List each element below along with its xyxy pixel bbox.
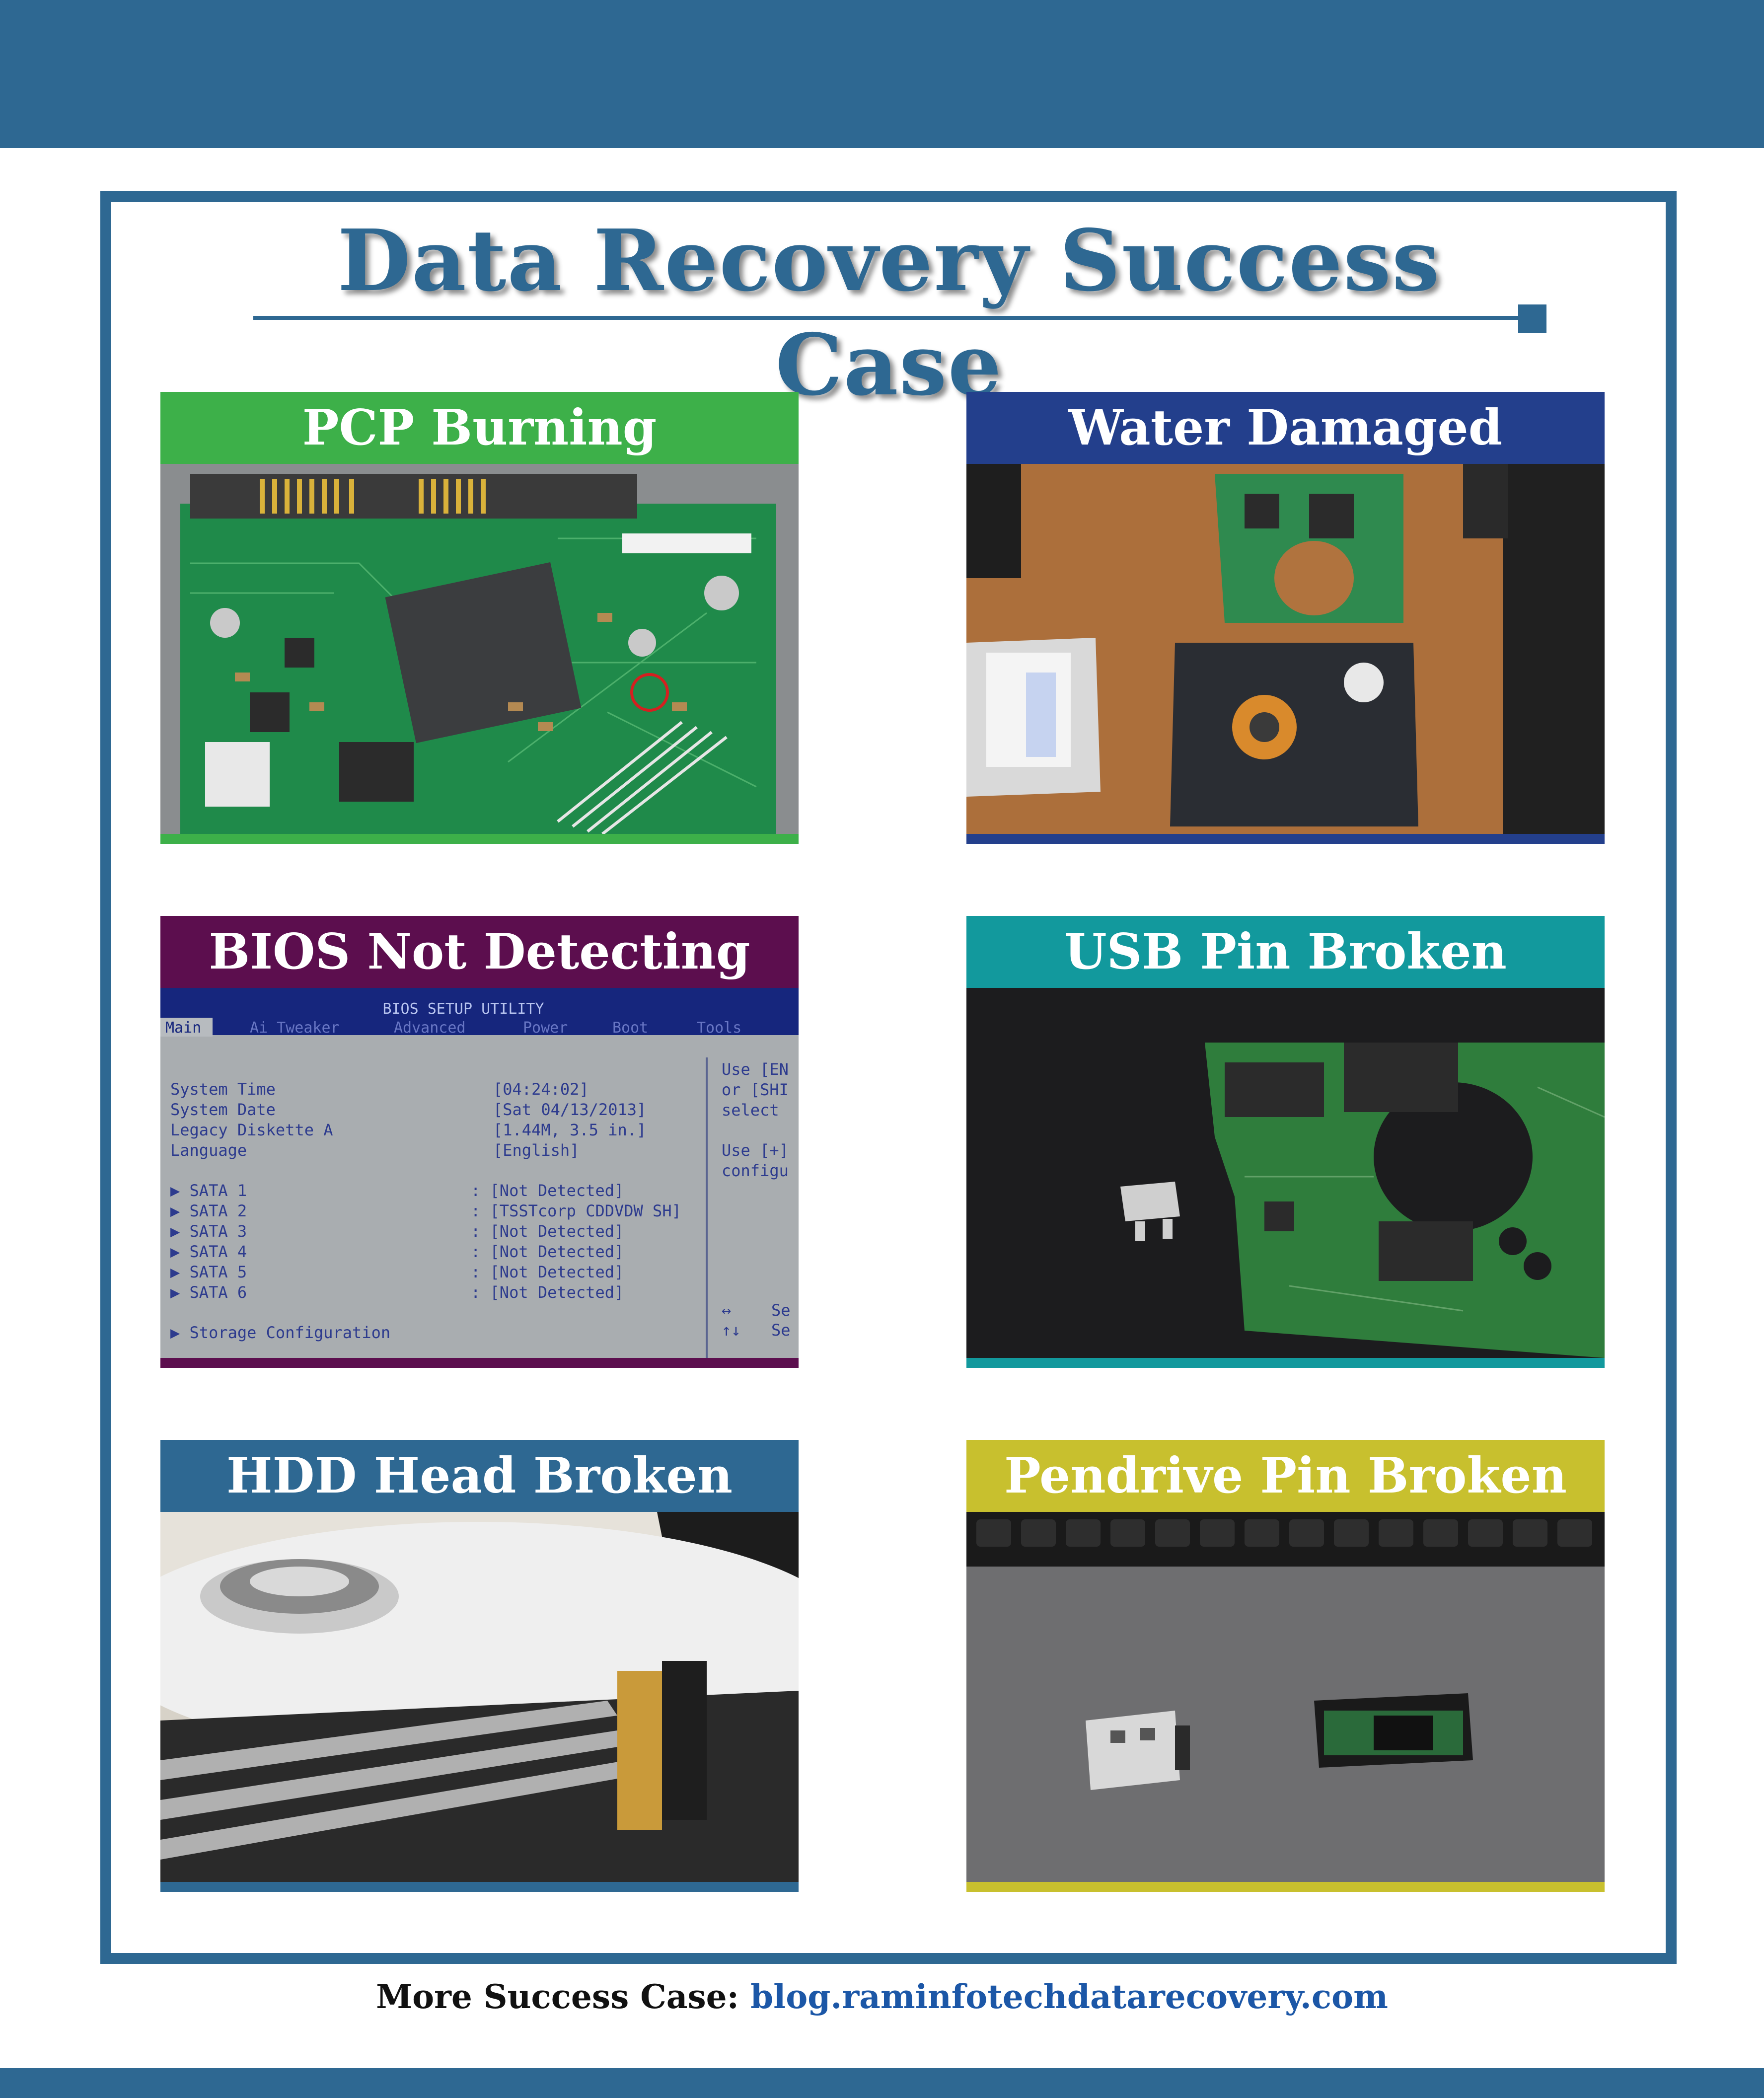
case-card-hdd-head-broken: HDD Head Broken <box>160 1440 799 1892</box>
case-card-heading: Water Damaged <box>966 392 1605 464</box>
case-card-heading: Pendrive Pin Broken <box>966 1440 1605 1512</box>
bios-sata-value: : [Not Detected] <box>471 1222 624 1241</box>
bios-row-label: System Time <box>170 1080 276 1099</box>
pendrive-photo <box>966 1512 1605 1882</box>
case-card-footer-bar <box>966 834 1605 844</box>
bios-sata-label: ▶ SATA 4 <box>170 1242 247 1261</box>
pcb-photo <box>160 464 799 834</box>
bios-help-line: select <box>722 1101 779 1120</box>
bios-sata-value: : [Not Detected] <box>471 1181 624 1200</box>
bios-tab: Main <box>165 1019 201 1037</box>
bios-screen-photo: BIOS SETUP UTILITY Main Ai Tweaker Advan… <box>160 988 799 1358</box>
bios-sata-value: : [Not Detected] <box>471 1263 624 1281</box>
bios-row-label: System Date <box>170 1100 276 1119</box>
case-card-heading: HDD Head Broken <box>160 1440 799 1512</box>
bios-tab: Power <box>523 1019 568 1037</box>
case-card-water-damaged: Water Damaged <box>966 392 1605 844</box>
case-card-footer-bar <box>160 1882 799 1892</box>
bios-row-value: [English] <box>493 1141 579 1160</box>
bios-sata-value: : [TSSTcorp CDDVDW SH] <box>471 1201 681 1220</box>
bios-nav-help: Se <box>771 1321 791 1340</box>
bios-help-line: or [SHI <box>722 1080 789 1099</box>
footer-label: More Success Case: <box>376 1977 739 2016</box>
bios-help-line: Use [+] <box>722 1141 789 1160</box>
bios-help-line: Use [EN <box>722 1060 789 1079</box>
bios-help-line: configu <box>722 1161 789 1180</box>
bios-storage-config: ▶ Storage Configuration <box>170 1323 390 1342</box>
hdd-platter-photo <box>160 1512 799 1882</box>
bios-row-label: Language <box>170 1141 247 1160</box>
page-title: Data Recovery Success Case <box>337 211 1441 415</box>
case-card-heading: PCP Burning <box>160 392 799 464</box>
bios-nav-key: ↔ <box>722 1301 731 1320</box>
footer-more-cases: More Success Case: blog.raminfotechdatar… <box>0 1974 1764 2019</box>
bios-sata-value: : [Not Detected] <box>471 1283 624 1302</box>
bios-row-value: [1.44M, 3.5 in.] <box>493 1121 646 1139</box>
water-damaged-drives-photo <box>966 464 1605 834</box>
bios-nav-key: ↑↓ <box>722 1321 741 1340</box>
bios-tab: Tools <box>697 1019 741 1037</box>
case-card-pendrive-pin-broken: Pendrive Pin Broken <box>966 1440 1605 1892</box>
bios-sata-label: ▶ SATA 3 <box>170 1222 247 1241</box>
bios-tab: Advanced <box>394 1019 466 1037</box>
case-card-heading: BIOS Not Detecting <box>160 916 799 988</box>
top-banner <box>0 0 1764 148</box>
bios-sata-value: : [Not Detected] <box>471 1242 624 1261</box>
bios-nav-help: Se <box>771 1301 791 1320</box>
case-card-usb-pin-broken: USB Pin Broken <box>966 916 1605 1368</box>
case-card-heading: USB Pin Broken <box>966 916 1605 988</box>
bios-row-label: Legacy Diskette A <box>170 1121 333 1139</box>
bottom-banner <box>0 2068 1764 2098</box>
bios-header: BIOS SETUP UTILITY <box>382 1000 544 1018</box>
bios-sata-label: ▶ SATA 1 <box>170 1181 247 1200</box>
bios-tab: Ai Tweaker <box>250 1019 340 1037</box>
footer-blog-link[interactable]: blog.raminfotechdatarecovery.com <box>750 1977 1388 2016</box>
case-card-bios-not-detecting: BIOS Not Detecting BIOS SETUP UTILITY Ma… <box>160 916 799 1368</box>
bios-sata-label: ▶ SATA 2 <box>170 1201 247 1220</box>
title-underline <box>253 316 1520 320</box>
case-card-footer-bar <box>160 1358 799 1368</box>
title-underline-square <box>1518 304 1546 333</box>
bios-sata-label: ▶ SATA 6 <box>170 1283 247 1302</box>
bios-row-value: [04:24:02] <box>493 1080 589 1099</box>
bios-row-value: [Sat 04/13/2013] <box>493 1100 646 1119</box>
case-card-footer-bar <box>966 1882 1605 1892</box>
case-card-footer-bar <box>966 1358 1605 1368</box>
case-card-footer-bar <box>160 834 799 844</box>
bios-sata-label: ▶ SATA 5 <box>170 1263 247 1281</box>
bios-tab: Boot <box>612 1019 648 1037</box>
usb-board-photo <box>966 988 1605 1358</box>
case-card-pcp-burning: PCP Burning <box>160 392 799 844</box>
